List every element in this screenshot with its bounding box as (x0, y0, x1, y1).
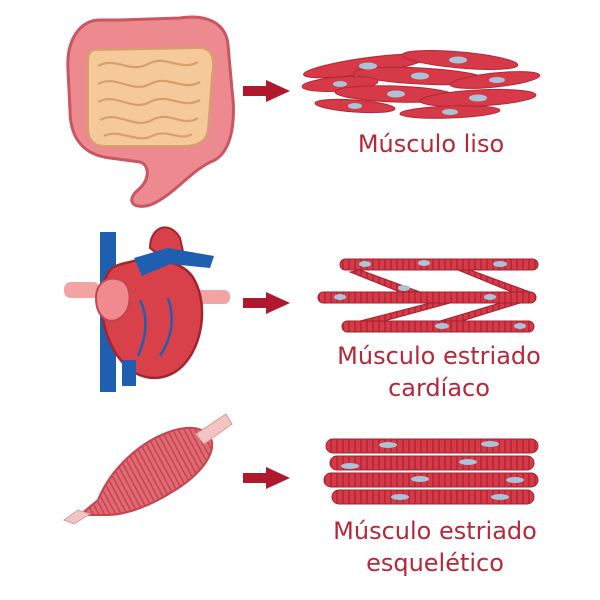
label-line: Músculo estriado (337, 342, 541, 370)
label-line: Músculo liso (357, 130, 505, 158)
smooth-muscle-label: Músculo liso (336, 128, 526, 160)
label-line: esquelético (366, 549, 504, 577)
arrow-icon (243, 467, 290, 489)
arrow-icon (243, 292, 290, 314)
skeletal-muscle-cells (323, 438, 539, 505)
intestine-icon (66, 15, 235, 208)
cardiac-muscle-label: Músculo estriado cardíaco (322, 340, 556, 404)
skeletal-muscle-label: Músculo estriado esquelético (315, 515, 555, 579)
skeletal-muscle-icon (62, 413, 233, 525)
smooth-muscle-cells (301, 50, 541, 119)
cardiac-muscle-cells (317, 258, 539, 333)
label-line: cardíaco (388, 374, 490, 402)
arrow-icon (243, 80, 290, 102)
heart-icon (64, 226, 230, 392)
label-line: Músculo estriado (333, 517, 537, 545)
